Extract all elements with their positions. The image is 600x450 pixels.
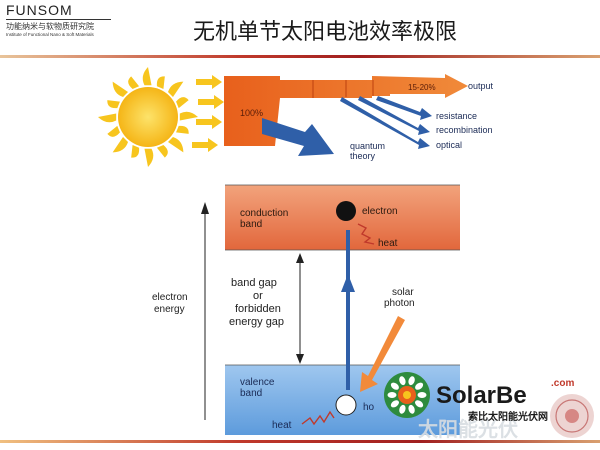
logo-petal [408, 404, 415, 414]
band-gap-label-line3: forbidden [235, 303, 281, 315]
org-name-cn: 功能纳米与软物质研究院 [6, 22, 94, 31]
brand-name: SolarBe [436, 382, 527, 409]
sun-ray [168, 137, 184, 153]
electron-label: electron [362, 206, 398, 217]
solar-photon-label-line2: photon [384, 298, 415, 309]
band-gap-label-line4: energy gap [229, 316, 284, 328]
heat-squiggle-bottom [301, 410, 335, 426]
input-percent-label: 100% [240, 108, 263, 118]
sun-ray [131, 145, 140, 158]
solar-photon-label-line1: solar [392, 287, 414, 298]
sun-ray [112, 81, 128, 97]
sun-ray [179, 111, 198, 121]
sun-ray [128, 76, 140, 89]
conduction-band-label-line1: conduction [240, 208, 288, 219]
valence-band-label-line2: band [240, 388, 262, 399]
org-name: FUNSOM [6, 2, 73, 18]
sun-ray [98, 113, 117, 123]
sun-ray [168, 81, 184, 97]
sun-ray [176, 97, 189, 109]
photon-arrow [360, 316, 405, 392]
sun-ray [107, 100, 120, 109]
org-name-en: Institute of Functional Nano & Soft Mate… [6, 32, 94, 37]
logo-petal [415, 382, 424, 390]
electron-dot [336, 201, 356, 221]
slide-title: 无机单节太阳电池效率极限 [192, 20, 457, 45]
sun-icon [98, 67, 198, 167]
watermark-faded-text: 太阳能光伏 [418, 417, 518, 441]
brand-tagline: 索比太阳能光伏网 [468, 410, 548, 423]
sun-ray [144, 148, 154, 167]
sun-ray [156, 76, 165, 89]
quantum-label-line2: theory [350, 151, 376, 161]
heat-label-bottom: heat [272, 420, 292, 431]
solarbe-flower-logo [384, 372, 430, 418]
logo-petal [390, 382, 399, 390]
energy-axis-label-line2: energy [154, 304, 185, 315]
loss-label-recombination: recombination [436, 125, 493, 135]
sun-ray [176, 125, 189, 134]
band-gap-label-line2: or [253, 290, 263, 302]
header-divider [0, 55, 600, 58]
valence-band-label-line1: valence [240, 377, 275, 388]
loss-label-optical: optical [436, 140, 462, 150]
sun-ray [112, 137, 128, 153]
logo-petal [399, 404, 406, 414]
sun-ray [142, 67, 152, 86]
org-logo: FUNSOM 功能纳米与软物质研究院 Institute of Function… [6, 2, 116, 37]
energy-flow [224, 74, 468, 156]
heat-label-top: heat [378, 238, 398, 249]
output-percent-label: 15-20% [408, 83, 436, 92]
sunlight-arrows [192, 75, 224, 152]
heat-squiggle-top [357, 223, 375, 245]
footer-divider [0, 440, 600, 443]
quantum-label-line1: quantum [350, 141, 385, 151]
sun-ray [107, 125, 120, 137]
logo-petal [390, 400, 399, 408]
logo-petal [408, 376, 415, 386]
band-diagram [201, 184, 460, 435]
brand-domain: .com [551, 378, 574, 389]
band-gap-label-line1: band gap [231, 277, 277, 289]
output-label: output [468, 81, 494, 91]
round-seal-icon [550, 394, 594, 438]
logo-petal [387, 392, 397, 398]
org-rule [6, 19, 111, 20]
logo-petal [399, 376, 406, 386]
loss-label-resistance: resistance [436, 111, 477, 121]
hole-label: ho [363, 402, 375, 413]
logo-petal [415, 400, 424, 408]
conduction-band-label-line2: band [240, 219, 262, 230]
energy-axis-label-line1: electron [152, 292, 188, 303]
hole-dot [335, 394, 357, 416]
logo-petal [417, 392, 427, 398]
sun-ray [156, 145, 168, 158]
